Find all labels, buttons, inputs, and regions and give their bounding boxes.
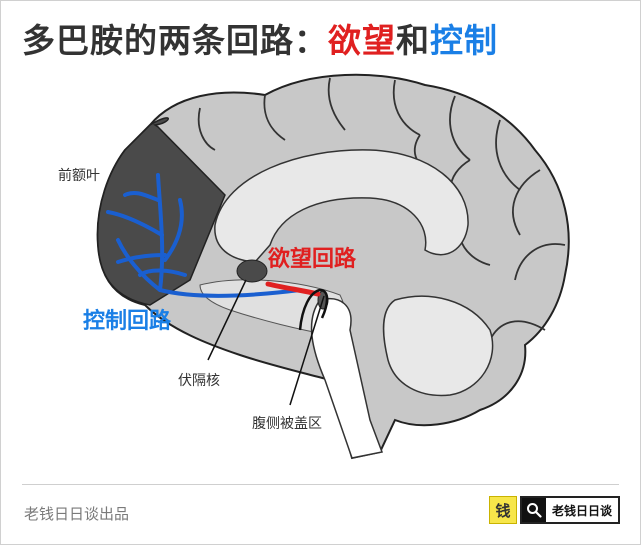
corpus-callosum	[214, 149, 469, 263]
brainstem	[310, 298, 384, 459]
label-prefrontal: 前额叶	[58, 167, 100, 184]
label-vta: 腹侧被盖区	[252, 415, 322, 432]
label-control-circuit: 控制回路	[83, 308, 172, 334]
nucleus-accumbens-region	[236, 259, 268, 283]
cerebellum	[382, 295, 494, 397]
magnifier-icon	[522, 498, 546, 522]
control-circuit-path	[106, 173, 302, 298]
title-connector: 和	[396, 21, 430, 60]
footer-search-text: 老钱日日谈	[552, 503, 613, 518]
label-desire-circuit: 欲望回路	[267, 246, 357, 272]
vta-leader	[289, 295, 325, 406]
title-prefix: 多巴胺的两条回路：	[22, 21, 328, 60]
title-desire-word: 欲望	[328, 21, 396, 60]
footer-search-box: 老钱日日谈	[520, 496, 620, 524]
brand-logo: 钱	[489, 496, 517, 524]
label-nucleus-accumbens: 伏隔核	[178, 373, 220, 389]
page-title: 多巴胺的两条回路：欲望和控制	[22, 14, 498, 62]
footer-credit: 老钱日日谈出品	[24, 505, 130, 523]
footer-divider	[22, 484, 619, 485]
vta-pathway	[298, 288, 329, 331]
title-control-word: 控制	[430, 21, 498, 60]
nucleus-accumbens-leader	[207, 279, 247, 361]
